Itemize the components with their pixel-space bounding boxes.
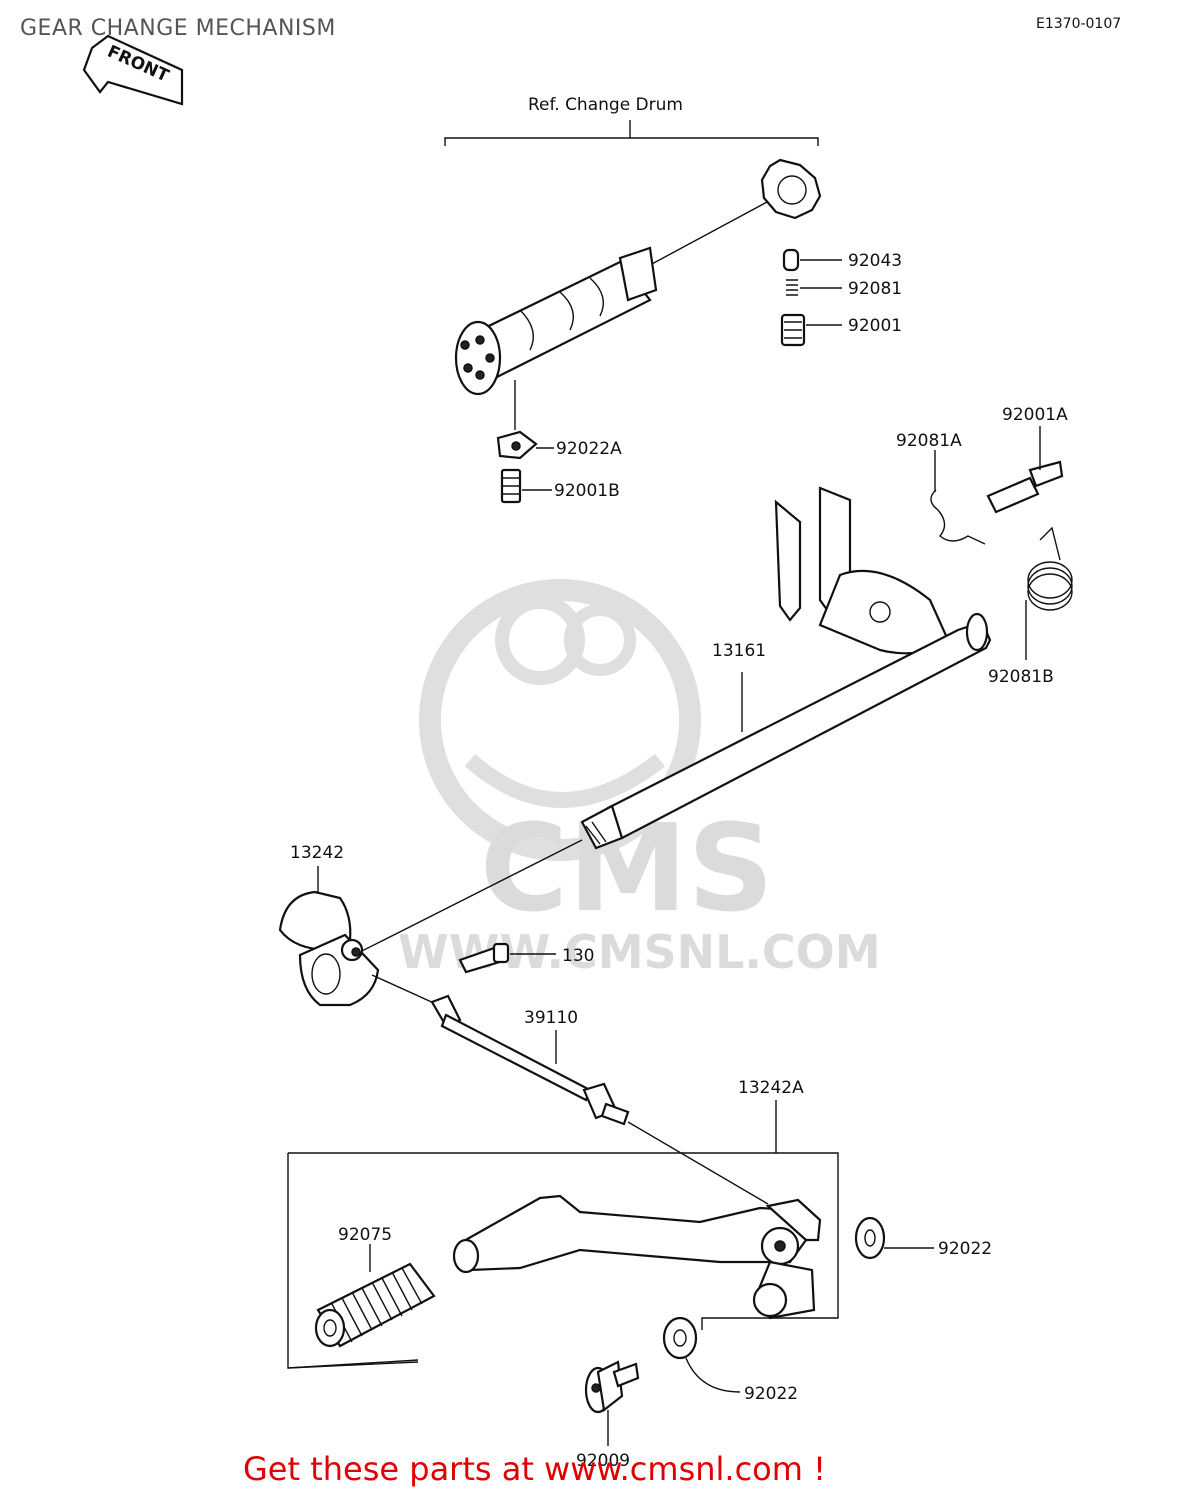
part-13242-lever <box>278 890 380 1007</box>
label-92009: 92009 <box>576 1451 630 1471</box>
label-92075: 92075 <box>338 1225 392 1245</box>
label-39110: 39110 <box>524 1008 578 1028</box>
part-92001A-stud <box>986 476 1040 514</box>
label-92081: 92081 <box>848 279 902 299</box>
label-13242: 13242 <box>290 843 344 863</box>
part-13161-shift-shaft <box>580 486 992 850</box>
part-92043-pin <box>782 248 800 272</box>
label-92081A: 92081A <box>896 431 962 451</box>
promo-link-text[interactable]: Get these parts at www.cmsnl.com ! <box>243 1450 826 1488</box>
part-92009-bolt <box>584 1360 640 1414</box>
label-92022-lower: 92022 <box>744 1384 798 1404</box>
part-92081-spring <box>786 279 798 296</box>
label-130: 130 <box>562 946 594 966</box>
label-92001: 92001 <box>848 316 902 336</box>
change-drum <box>454 158 822 396</box>
label-92022A: 92022A <box>556 439 622 459</box>
watermark-url-text: WWW.CMSNL.COM <box>398 925 881 979</box>
group-label-change-drum: Ref. Change Drum <box>528 95 683 115</box>
label-92081B: 92081B <box>988 667 1054 687</box>
page-title: GEAR CHANGE MECHANISM <box>20 16 336 41</box>
part-92022-washer-right <box>854 1216 886 1260</box>
label-13242A: 13242A <box>738 1078 804 1098</box>
drum-star-plate <box>760 158 822 220</box>
label-13161: 13161 <box>712 641 766 661</box>
group-bracket <box>444 120 819 146</box>
part-92081A-spring <box>930 489 986 545</box>
label-92001A: 92001A <box>1002 405 1068 425</box>
watermark: CMS WWW.CMSNL.COM <box>398 579 881 979</box>
part-92075-rubber <box>314 1262 436 1348</box>
part-92081B-spring <box>1027 526 1073 611</box>
part-shift-pedal <box>452 1194 822 1320</box>
part-39110-tie-rod <box>371 974 630 1126</box>
label-92022-right: 92022 <box>938 1239 992 1259</box>
label-92043: 92043 <box>848 251 902 271</box>
front-arrow-icon: FRONT <box>82 34 184 106</box>
diagram-code: E1370-0107 <box>1036 16 1122 32</box>
label-92001B: 92001B <box>554 481 620 501</box>
part-92022-washer-lower <box>662 1316 698 1360</box>
